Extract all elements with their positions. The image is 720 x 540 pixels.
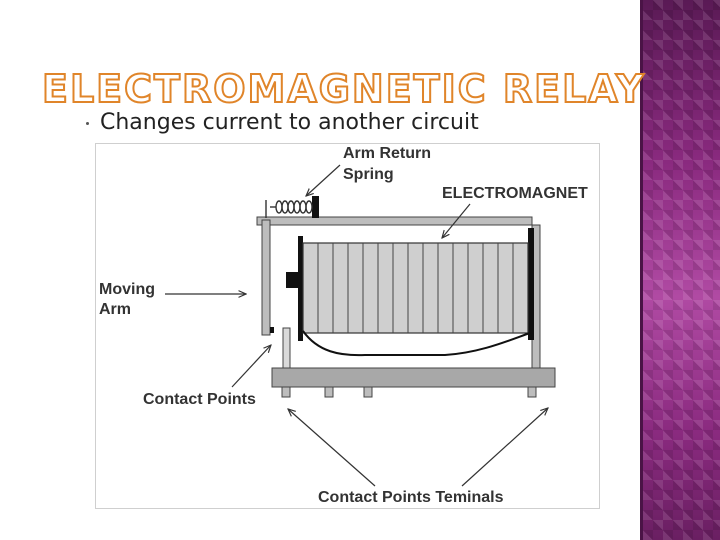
coil-wire bbox=[302, 330, 531, 357]
spring-anchor bbox=[312, 196, 319, 218]
arrow-arm-return-spring bbox=[306, 164, 341, 196]
terminal-2 bbox=[324, 386, 334, 398]
label-contact-points-terminals: Contact Points Teminals bbox=[318, 489, 504, 506]
coil-right-plate bbox=[528, 228, 534, 340]
relay-base bbox=[271, 367, 556, 388]
terminal-3 bbox=[363, 386, 373, 398]
arrow-electromagnet bbox=[442, 203, 471, 238]
coil-windings bbox=[317, 243, 514, 333]
terminal-4 bbox=[527, 386, 537, 398]
label-moving-arm-1: Moving bbox=[99, 281, 155, 298]
arrow-terminals-left bbox=[288, 409, 376, 487]
slide-title: ELECTROMAGNETIC RELAY bbox=[41, 67, 646, 111]
contact-point-upper bbox=[270, 327, 274, 333]
label-contact-points: Contact Points bbox=[143, 391, 256, 408]
contact-point-lower bbox=[282, 327, 291, 369]
top-bar bbox=[256, 216, 533, 226]
label-moving-arm-2: Arm bbox=[99, 301, 131, 318]
decorative-side-strip bbox=[643, 0, 720, 540]
terminal-1 bbox=[281, 386, 291, 398]
label-electromagnet: ELECTROMAGNET bbox=[442, 185, 588, 202]
arrow-contact-points bbox=[231, 345, 271, 388]
left-frame-post bbox=[261, 219, 271, 336]
label-arm-return-spring-2: Spring bbox=[343, 166, 394, 183]
coil-left-plate bbox=[298, 236, 303, 341]
label-arm-return-spring-1: Arm Return bbox=[343, 145, 431, 162]
arm-return-spring bbox=[265, 200, 313, 218]
bullet-dot-icon bbox=[86, 122, 89, 125]
pointer-arrows bbox=[165, 164, 548, 487]
core-pole-piece bbox=[286, 272, 298, 288]
side-strip-edge bbox=[640, 0, 643, 540]
bullet-text: Changes current to another circuit bbox=[100, 110, 479, 135]
electromagnet-coil bbox=[302, 242, 529, 334]
bullet-item: Changes current to another circuit bbox=[86, 110, 479, 135]
arrow-terminals-right bbox=[461, 408, 548, 487]
